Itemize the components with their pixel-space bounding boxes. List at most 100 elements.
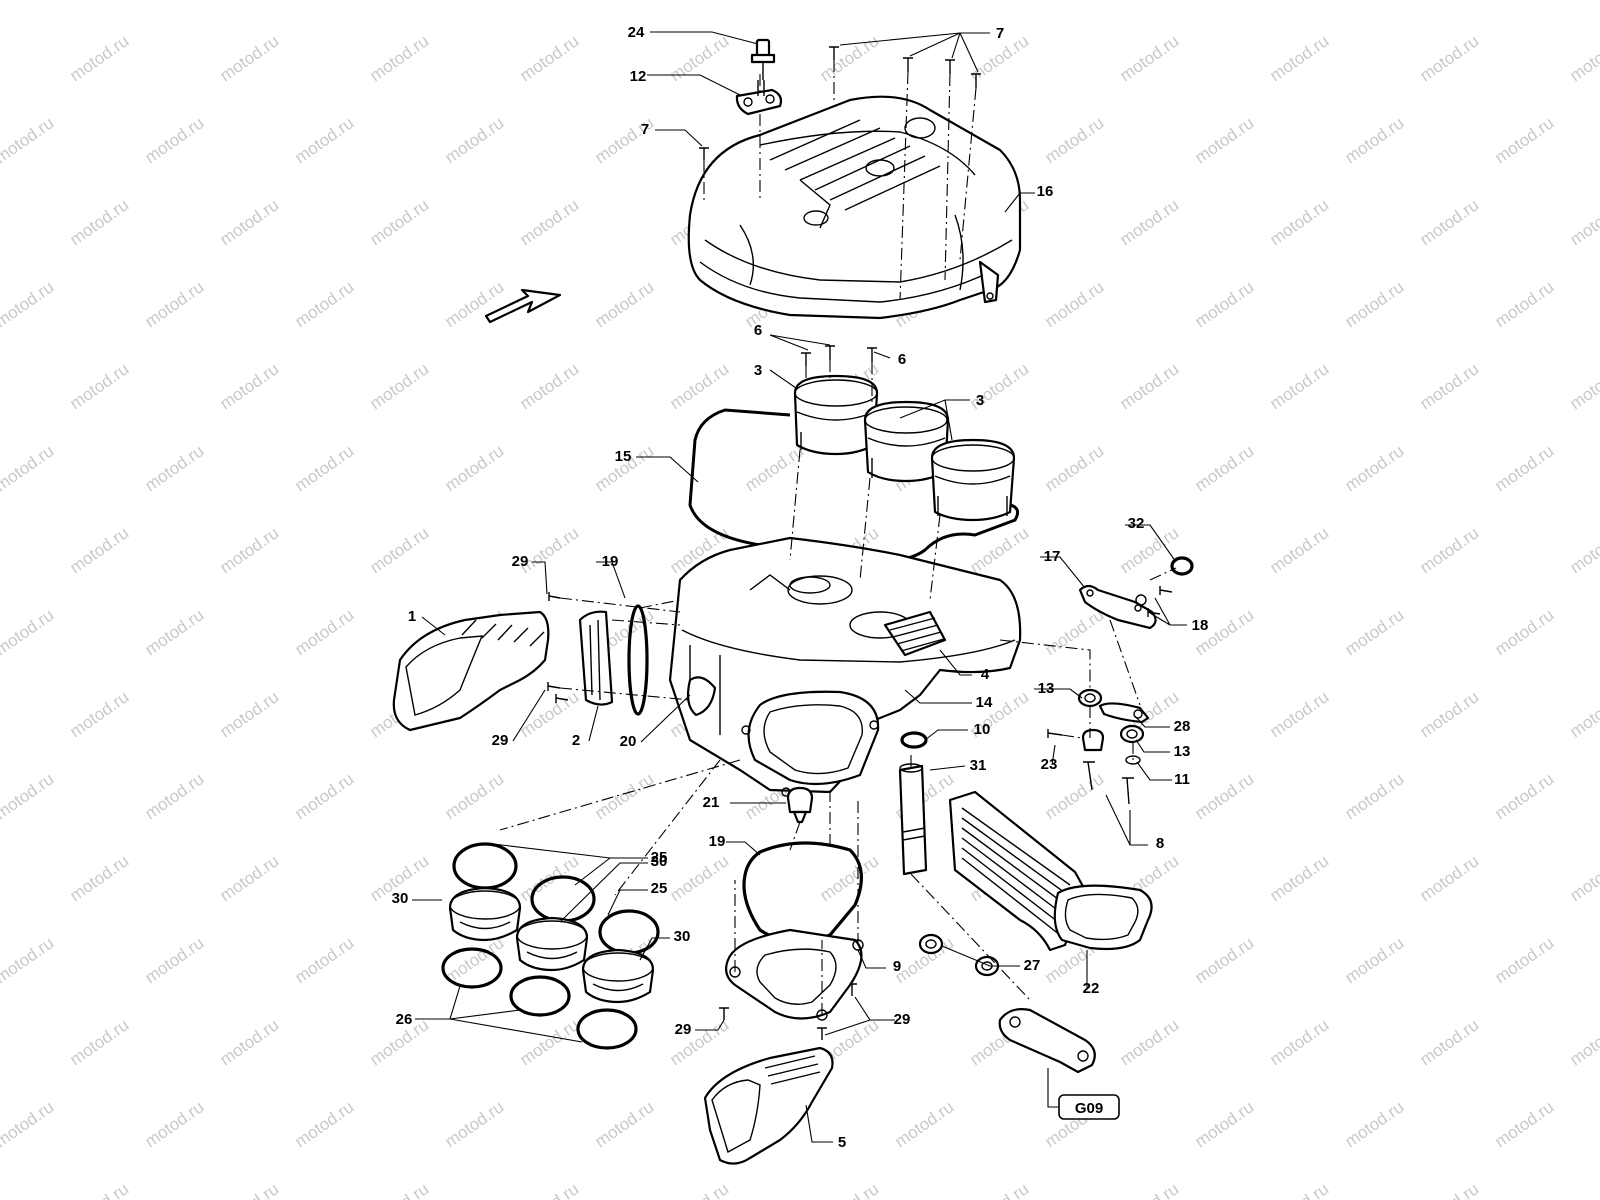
- watermark-text: motod.ru: [141, 769, 207, 823]
- watermark-text: motod.ru: [1566, 359, 1600, 413]
- watermark-text: motod.ru: [1041, 277, 1107, 331]
- callout-label: 5: [838, 1134, 846, 1151]
- watermark-text: motod.ru: [441, 277, 507, 331]
- watermark-text: motod.ru: [0, 0, 57, 3]
- callout-label: 20: [620, 733, 637, 750]
- watermark-text: motod.ru: [1341, 933, 1407, 987]
- watermark-text: motod.ru: [516, 1179, 582, 1200]
- leader-lines: [412, 31, 1187, 1143]
- watermark-text: motod.ru: [291, 933, 357, 987]
- watermark-text: motod.ru: [141, 277, 207, 331]
- watermark-text: motod.ru: [1416, 359, 1482, 413]
- watermark-text: motod.ru: [1116, 359, 1182, 413]
- watermark-text: motod.ru: [1191, 933, 1257, 987]
- ref-tag-text: G09: [1075, 1100, 1103, 1117]
- watermark-text: motod.ru: [516, 359, 582, 413]
- watermark-text: motod.ru: [1491, 769, 1557, 823]
- watermark-text: motod.ru: [1566, 1015, 1600, 1069]
- velocity-stack-3c: [930, 438, 1016, 522]
- screws-18: [1135, 586, 1173, 617]
- callout-labels: 1 2 3 3 4 5 6 6 7 7 8 9 10 11 12 13 13 1…: [392, 24, 1209, 1151]
- watermark-text: motod.ru: [216, 1179, 282, 1200]
- watermark-text: motod.ru: [1041, 441, 1107, 495]
- watermark-text: motod.ru: [1266, 31, 1332, 85]
- callout-label: 30: [392, 890, 409, 907]
- airbox-cover-16: [687, 95, 1022, 320]
- callout-label: 18: [1192, 617, 1209, 634]
- watermark-text: motod.ru: [1266, 523, 1332, 577]
- watermark-text: motod.ru: [1566, 1179, 1600, 1200]
- callout-label: 12: [630, 68, 647, 85]
- direction-arrow: [484, 288, 562, 324]
- watermark-text: motod.ru: [741, 0, 807, 3]
- watermark-text: motod.ru: [441, 769, 507, 823]
- watermark-text: motod.ru: [1566, 851, 1600, 905]
- watermark-text: motod.ru: [1041, 769, 1107, 823]
- watermark-text: motod.ru: [1191, 113, 1257, 167]
- watermark-text: motod.ru: [141, 1097, 207, 1151]
- watermark-text: motod.ru: [1191, 769, 1257, 823]
- bracket-17: [1078, 584, 1157, 630]
- hose-31: [898, 763, 928, 876]
- watermark-text: motod.ru: [516, 31, 582, 85]
- watermark-text: motod.ru: [441, 0, 507, 3]
- callout-label: 6: [754, 322, 762, 339]
- watermark-text: motod.ru: [141, 441, 207, 495]
- velocity-stack-3a: [793, 374, 879, 456]
- callout-label: 9: [893, 958, 901, 975]
- watermark-text: motod.ru: [1491, 113, 1557, 167]
- callout-label: 1: [408, 608, 416, 625]
- callout-label: 31: [970, 757, 987, 774]
- callout-label: 3: [976, 392, 984, 409]
- watermark-text: motod.ru: [1566, 523, 1600, 577]
- watermark-text: motod.ru: [966, 523, 1032, 577]
- watermark-text: motod.ru: [66, 851, 132, 905]
- watermark-text: motod.ru: [216, 359, 282, 413]
- watermark-text: motod.ru: [1116, 1015, 1182, 1069]
- watermark-text: motod.ru: [66, 359, 132, 413]
- callout-label: 32: [1128, 515, 1145, 532]
- watermark-text: motod.ru: [816, 1179, 882, 1200]
- watermark-text: motod.ru: [1191, 1097, 1257, 1151]
- watermark-text: motod.ru: [1266, 851, 1332, 905]
- watermark-text: motod.ru: [66, 31, 132, 85]
- watermark-text: motod.ru: [1416, 1179, 1482, 1200]
- watermark-text: motod.ru: [666, 31, 732, 85]
- watermark-text: motod.ru: [366, 359, 432, 413]
- watermark-text: motod.ru: [1566, 687, 1600, 741]
- damper-13b: [1119, 724, 1145, 744]
- sensor-24: [750, 38, 776, 80]
- callout-label: 13: [1174, 743, 1191, 760]
- watermark-text: motod.ru: [1266, 687, 1332, 741]
- callout-label: 6: [898, 351, 906, 368]
- watermark-text: motod.ru: [891, 0, 957, 3]
- callout-label: 10: [974, 721, 991, 738]
- callout-label: 24: [628, 24, 645, 41]
- callout-label: 30: [674, 928, 691, 945]
- watermark-text: motod.ru: [66, 1179, 132, 1200]
- watermark-text: motod.ru: [1341, 277, 1407, 331]
- screws-7: [699, 46, 981, 160]
- watermark-text: motod.ru: [1341, 0, 1407, 3]
- watermark-text: motod.ru: [1191, 277, 1257, 331]
- watermark-text: motod.ru: [66, 523, 132, 577]
- watermark-text: motod.ru: [0, 277, 57, 331]
- damper-13a: [1077, 688, 1103, 708]
- watermark-text: motod.ru: [0, 1097, 57, 1151]
- watermark-text: motod.ru: [1341, 769, 1407, 823]
- adapters-30: [448, 886, 655, 1004]
- watermark-text: motod.ru: [591, 1097, 657, 1151]
- callout-label: 29: [512, 553, 529, 570]
- watermark-text: motod.ru: [0, 933, 57, 987]
- callout-label: 4: [981, 666, 990, 683]
- watermark-text: motod.ru: [216, 195, 282, 249]
- callout-label: 7: [996, 25, 1004, 42]
- air-filter-22: [948, 790, 1153, 952]
- watermark-text: motod.ru: [0, 113, 57, 167]
- callout-label: 7: [641, 121, 649, 138]
- watermark-text: motod.ru: [141, 0, 207, 3]
- bracket-g09: [998, 1008, 1096, 1074]
- callout-label: 26: [396, 1011, 413, 1028]
- watermark-text: motod.ru: [591, 0, 657, 3]
- watermark-text: motod.ru: [666, 359, 732, 413]
